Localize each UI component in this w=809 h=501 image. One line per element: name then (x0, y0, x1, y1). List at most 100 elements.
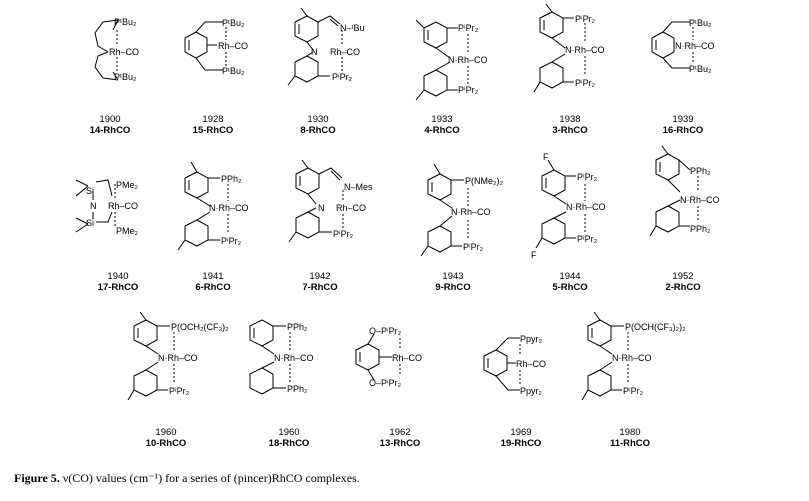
wavenumber: 1969 (510, 427, 532, 438)
label-pipr2: PⁱPr₂ (332, 72, 353, 82)
label-pipr2-bottom: PⁱPr₂ (577, 234, 598, 244)
label-pph2-bottom: PPh₂ (287, 384, 308, 394)
label-pme2-bottom: PMe₂ (116, 226, 139, 236)
wavenumber: 1941 (202, 271, 224, 282)
structure-13-rhco (355, 333, 401, 381)
label-pipr2: PⁱPr₂ (333, 229, 354, 239)
label-n-rh-co: N·Rh–CO (565, 45, 605, 55)
complex-label: 1942 7-RhCO (280, 271, 360, 293)
wavenumber: 1943 (442, 271, 464, 282)
label-pph2-top: PPh₂ (287, 322, 308, 332)
complex-label: 1960 18-RhCO (249, 427, 329, 449)
complex-label: 1941 6-RhCO (173, 271, 253, 293)
label-pipr2-top: PⁱPr₂ (575, 14, 596, 24)
wavenumber: 1942 (309, 271, 331, 282)
complex-label: 1933 4-RhCO (402, 114, 482, 136)
label-ppyr2-bottom: Ppyr₂ (520, 386, 543, 396)
compound-id: 3-RhCO (552, 125, 588, 136)
structure-5-rhco (535, 159, 586, 249)
compound-id: 10-RhCO (145, 438, 187, 449)
label-n-rh-co: N·Rh–CO (274, 353, 314, 363)
structure-9-rhco (420, 163, 469, 257)
label-pipr2: PⁱPr₂ (169, 386, 190, 396)
compound-id: 5-RhCO (552, 282, 588, 293)
label-si-bottom: Si (86, 218, 94, 228)
figure-caption: Figure 5. ν(CO) values (cm⁻¹) for a seri… (14, 471, 360, 486)
complex-label: 1900 14-RhCO (70, 114, 150, 136)
complex-label: 1960 10-RhCO (126, 427, 206, 449)
compound-id: 16-RhCO (662, 125, 704, 136)
complex-label: 1939 16-RhCO (643, 114, 723, 136)
complex-label: 1943 9-RhCO (413, 271, 493, 293)
complex-label: 1930 8-RhCO (278, 114, 358, 136)
structure-16-rhco (651, 21, 694, 69)
wavenumber: 1938 (559, 114, 581, 125)
wavenumber: 1939 (672, 114, 694, 125)
wavenumber: 1960 (155, 427, 177, 438)
complex-label: 1980 11-RhCO (590, 427, 670, 449)
complex-label: 1940 17-RhCO (78, 271, 158, 293)
structure-8-rhco (287, 7, 343, 86)
structure-14-rhco (94, 19, 119, 81)
complex-label: 1938 3-RhCO (530, 114, 610, 136)
structure-2-rhco (649, 145, 699, 237)
structure-15-rhco (184, 21, 227, 71)
wavenumber: 1952 (672, 271, 694, 282)
complex-label: 1952 2-RhCO (643, 271, 723, 293)
label-pph2: PPh₂ (221, 174, 242, 184)
label-pipr2: PⁱPr₂ (463, 242, 484, 252)
compound-id: 19-RhCO (500, 438, 542, 449)
compound-id: 18-RhCO (268, 438, 310, 449)
label-pph2-bottom: PPh₂ (690, 224, 711, 234)
structure-3-rhco (533, 3, 586, 93)
compound-id: 9-RhCO (435, 282, 471, 293)
label-ptbu2-top: PᵗBu₂ (689, 18, 712, 28)
structure-11-rhco (581, 311, 629, 401)
wavenumber: 1933 (431, 114, 453, 125)
structure-18-rhco (249, 319, 291, 395)
compound-id: 6-RhCO (195, 282, 231, 293)
label-n-rh-co: N·Rh–CO (612, 353, 652, 363)
wavenumber: 1944 (559, 271, 581, 282)
label-si-top: Si (86, 186, 94, 196)
label-ptbu2-bottom: PᵗBu₂ (114, 72, 137, 82)
label-pme2-top: PMe₂ (116, 180, 139, 190)
wavenumber: 1900 (99, 114, 121, 125)
label-n-rh-co: N·Rh–CO (566, 202, 606, 212)
label-pipr2-top: PⁱPr₂ (458, 23, 479, 33)
compound-id: 17-RhCO (97, 282, 139, 293)
complex-label: 1928 15-RhCO (173, 114, 253, 136)
complex-label: 1944 5-RhCO (530, 271, 610, 293)
label-n-rh-co: N·Rh–CO (451, 207, 491, 217)
label-ptbu2-top: PᵗBu₂ (222, 18, 245, 28)
label-poch: P(OCH(CF₃)₂)₂ (625, 322, 686, 332)
label-pipr2: PⁱPr₂ (221, 236, 242, 246)
structure-17-rhco (75, 179, 116, 233)
label-f-bottom: F (531, 250, 537, 260)
compound-id: 13-RhCO (379, 438, 421, 449)
label-pnme2: P(NMe₂)₂ (465, 176, 503, 186)
structure-10-rhco (127, 311, 175, 401)
compound-id: 14-RhCO (89, 125, 131, 136)
label-rh-co: Rh–CO (330, 47, 360, 57)
compound-id: 8-RhCO (300, 125, 336, 136)
wavenumber: 1960 (278, 427, 300, 438)
label-n-rh-co: N·Rh–CO (158, 353, 198, 363)
label-o-pipr2-bottom: O–PⁱPr₂ (369, 378, 402, 388)
compound-id: 4-RhCO (424, 125, 460, 136)
label-rh-co: Rh–CO (109, 47, 139, 57)
wavenumber: 1962 (389, 427, 411, 438)
structure-19-rhco (483, 337, 521, 391)
label-ppyr2-top: Ppyr₂ (520, 334, 543, 344)
label-n-mes: N–Mes (344, 182, 373, 192)
caption-text: ν(CO) values (cm⁻¹) for a series of (pin… (62, 471, 360, 485)
label-pipr2: PⁱPr₂ (623, 386, 644, 396)
structure-4-rhco (415, 19, 469, 101)
wavenumber: 1980 (619, 427, 641, 438)
complex-label: 1962 13-RhCO (360, 427, 440, 449)
caption-label: Figure 5. (14, 471, 60, 485)
label-ptbu2-top: PᵗBu₂ (114, 17, 137, 27)
label-rh-co: Rh–CO (392, 353, 422, 363)
